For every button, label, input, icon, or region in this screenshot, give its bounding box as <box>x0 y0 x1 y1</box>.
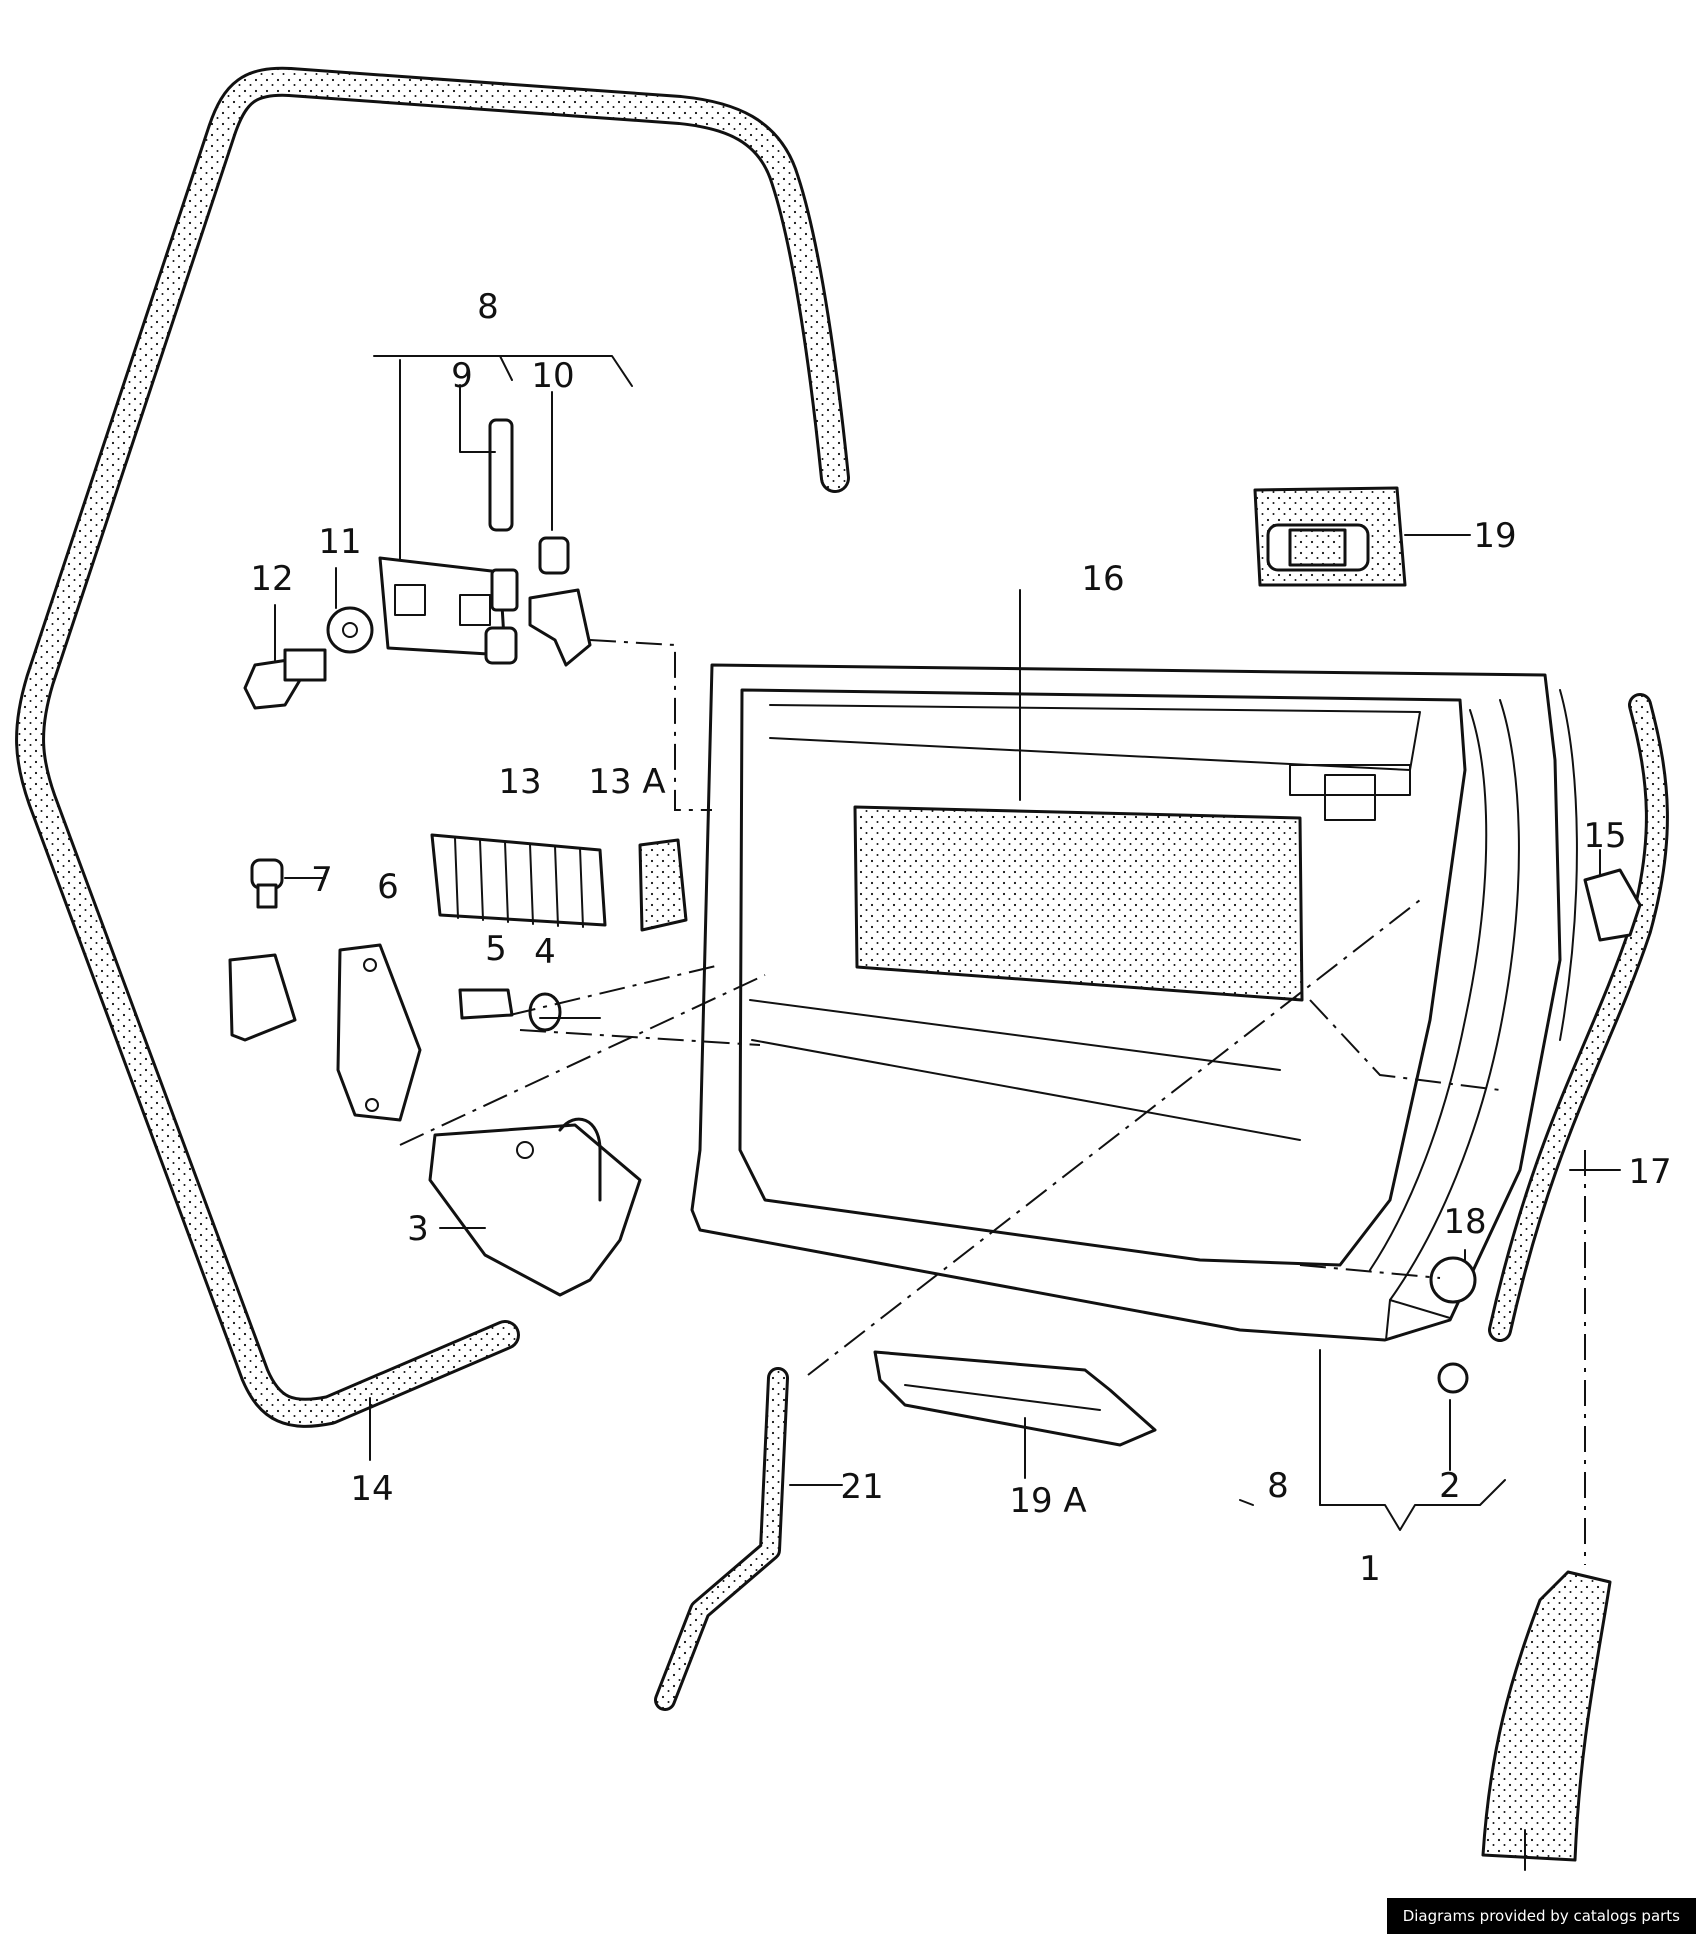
lower-pad <box>1481 1570 1612 1862</box>
upper-pad <box>1253 486 1407 587</box>
callout-11: 11 <box>318 522 361 562</box>
callout-15: 15 <box>1583 816 1626 856</box>
wiring-boot <box>430 833 688 932</box>
callout-9: 9 <box>451 356 473 396</box>
door-shell <box>690 663 1578 1342</box>
callout-7: 7 <box>311 860 333 900</box>
assembly-lines <box>399 639 1586 1565</box>
callout-4: 4 <box>534 932 556 972</box>
hinge-assembly <box>243 418 592 710</box>
callout-12: 12 <box>250 559 293 599</box>
check-strap-parts <box>228 858 562 1122</box>
callout-5: 5 <box>485 929 507 969</box>
callout-10: 10 <box>531 356 574 396</box>
diagram-credit-badge: Diagrams provided by catalogs parts <box>1386 1898 1696 1934</box>
leader-lines <box>274 355 1621 1871</box>
lower-trim-piece <box>873 1350 1157 1447</box>
callout-8-top: 8 <box>477 287 499 327</box>
callout-19: 19 <box>1473 516 1516 556</box>
door-insulation-panel <box>853 805 1304 1002</box>
callout-16: 16 <box>1081 559 1124 599</box>
callout-13a: 13 A <box>588 762 665 802</box>
callout-6: 6 <box>377 867 399 907</box>
right-seal-strip <box>1488 693 1669 1342</box>
callout-14: 14 <box>350 1469 393 1509</box>
callout-1: 1 <box>1359 1549 1381 1589</box>
callout-8-bottom: 8 <box>1267 1466 1289 1506</box>
callout-2: 2 <box>1439 1466 1461 1506</box>
callout-19a: 19 A <box>1009 1481 1086 1521</box>
door-lock <box>428 1117 642 1297</box>
fasteners <box>1429 868 1642 1394</box>
callout-13: 13 <box>498 762 541 802</box>
callout-3: 3 <box>407 1209 429 1249</box>
door-frame-seal <box>15 66 850 1428</box>
callout-18: 18 <box>1443 1202 1486 1242</box>
narrow-seal-strip <box>654 1367 789 1711</box>
callout-17: 17 <box>1628 1152 1671 1192</box>
callout-21: 21 <box>840 1467 883 1507</box>
